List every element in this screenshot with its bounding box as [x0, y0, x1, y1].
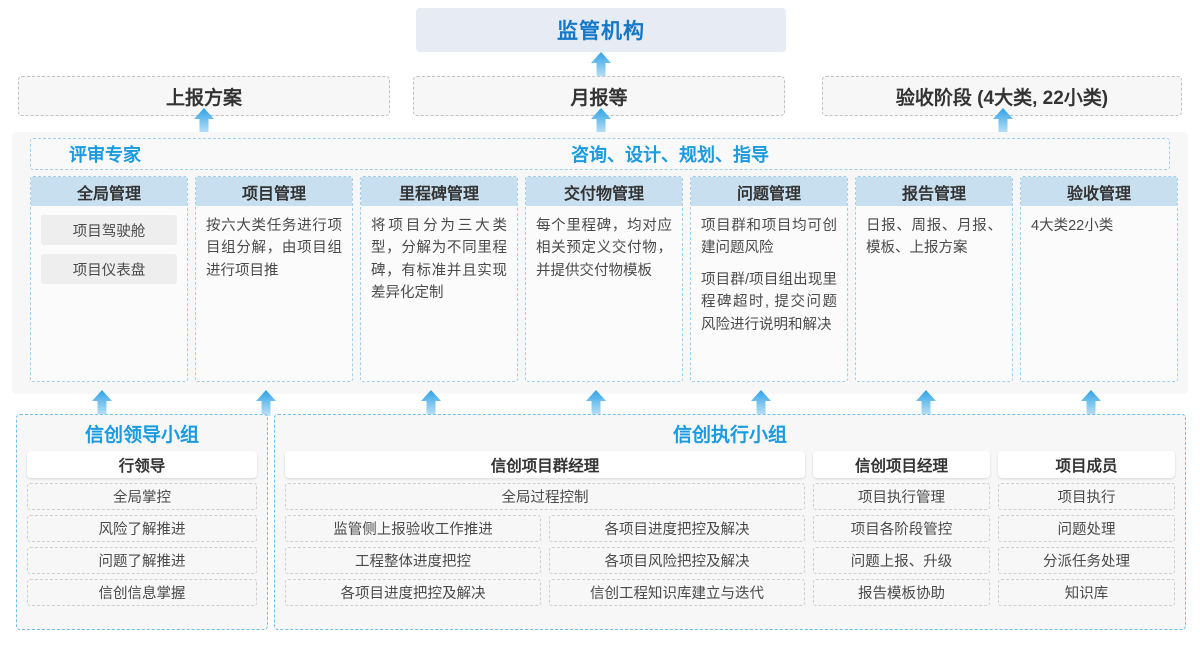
card-title: 交付物管理	[526, 177, 682, 206]
exec-column-member: 项目成员 项目执行 问题处理 分派任务处理 知识库	[998, 451, 1175, 606]
card-body: 每个里程碑，均对应相关预定义交付物，并提供交付物模板	[526, 206, 682, 288]
list-item[interactable]: 各项目进度把控及解决	[549, 515, 805, 542]
arrow-up-icon	[586, 390, 606, 416]
exec-column-program-manager: 信创项目群经理 全局过程控制 监管侧上报验收工作推进 工程整体进度把控 各项目进…	[285, 451, 805, 606]
list-item[interactable]: 全局掌控	[27, 483, 257, 510]
list-item[interactable]: 工程整体进度把控	[285, 547, 541, 574]
arrow-up-icon	[591, 52, 611, 78]
card-pill[interactable]: 项目驾驶舱	[41, 215, 177, 245]
review-experts-label: 评审专家	[69, 145, 141, 165]
arrow-up-icon	[92, 390, 112, 416]
arrow-up-icon	[256, 390, 276, 416]
list-item[interactable]: 风险了解推进	[27, 515, 257, 542]
card-body: 项目群和项目均可创建问题风险 项目群/项目组出现里程碑超时, 提交问题风险进行说…	[691, 206, 847, 342]
top-box-label: 验收阶段 (4大类, 22小类)	[895, 87, 1109, 109]
card-report-management[interactable]: 报告管理 日报、周报、月报、模板、上报方案	[855, 176, 1013, 382]
top-box-label: 月报等	[570, 87, 628, 109]
leader-group: 信创领导小组 行领导 全局掌控 风险了解推进 问题了解推进 信创信息掌握	[16, 414, 268, 630]
leader-group-title: 信创领导小组	[84, 425, 199, 446]
arrow-up-icon	[421, 390, 441, 416]
list-item[interactable]: 监管侧上报验收工作推进	[285, 515, 541, 542]
consulting-label: 咨询、设计、规划、指导	[571, 145, 769, 165]
list-item[interactable]: 问题了解推进	[27, 547, 257, 574]
exec-column-project-manager: 信创项目经理 项目执行管理 项目各阶段管控 问题上报、升级 报告模板协助	[813, 451, 990, 606]
role-project-member[interactable]: 项目成员	[998, 451, 1175, 478]
arrow-up-icon	[993, 108, 1013, 134]
list-item[interactable]: 报告模板协助	[813, 579, 990, 606]
role-project-manager[interactable]: 信创项目经理	[813, 451, 990, 478]
list-item[interactable]: 各项目风险把控及解决	[549, 547, 805, 574]
middle-header-band: 评审专家 咨询、设计、规划、指导	[30, 138, 1170, 170]
card-milestone-management[interactable]: 里程碑管理 将项目分为三大类型，分解为不同里程碑，有标准并且实现差异化定制	[360, 176, 518, 382]
project-manager-items: 项目执行管理 项目各阶段管控 问题上报、升级 报告模板协助	[813, 483, 990, 606]
regulator-box: 监管机构	[416, 8, 786, 52]
card-acceptance-management[interactable]: 验收管理 4大类22小类	[1020, 176, 1178, 382]
card-paragraph: 项目群和项目均可创建问题风险	[701, 218, 837, 257]
card-body: 将项目分为三大类型，分解为不同里程碑，有标准并且实现差异化定制	[361, 206, 517, 311]
card-paragraph: 项目群/项目组出现里程碑超时, 提交问题风险进行说明和解决	[701, 271, 837, 333]
card-paragraph: 将项目分为三大类型，分解为不同里程碑，有标准并且实现差异化定制	[371, 218, 507, 302]
card-title: 全局管理	[31, 177, 187, 206]
card-paragraph: 日报、周报、月报、模板、上报方案	[866, 218, 1002, 257]
card-body: 项目驾驶舱 项目仪表盘	[31, 206, 187, 290]
program-manager-left-col: 监管侧上报验收工作推进 工程整体进度把控 各项目进度把控及解决	[285, 515, 541, 606]
card-global-management[interactable]: 全局管理 项目驾驶舱 项目仪表盘	[30, 176, 188, 382]
exec-group: 信创执行小组 信创项目群经理 全局过程控制 监管侧上报验收工作推进 工程整体进度…	[274, 414, 1186, 630]
card-deliverable-management[interactable]: 交付物管理 每个里程碑，均对应相关预定义交付物，并提供交付物模板	[525, 176, 683, 382]
card-title: 验收管理	[1021, 177, 1177, 206]
list-item[interactable]: 问题上报、升级	[813, 547, 990, 574]
capability-cards: 全局管理 项目驾驶舱 项目仪表盘 项目管理 按六大类任务进行项目组分解，由项目组…	[30, 176, 1178, 382]
arrow-up-icon	[916, 390, 936, 416]
middle-section: 评审专家 咨询、设计、规划、指导 全局管理 项目驾驶舱 项目仪表盘 项目管理 按…	[12, 132, 1188, 394]
list-item[interactable]: 各项目进度把控及解决	[285, 579, 541, 606]
card-title: 里程碑管理	[361, 177, 517, 206]
list-item[interactable]: 信创工程知识库建立与迭代	[549, 579, 805, 606]
regulator-label: 监管机构	[557, 20, 645, 43]
card-body: 按六大类任务进行项目组分解，由项目组进行项目推	[196, 206, 352, 288]
arrow-up-icon	[1081, 390, 1101, 416]
program-manager-items: 全局过程控制 监管侧上报验收工作推进 工程整体进度把控 各项目进度把控及解决 各…	[285, 483, 805, 606]
list-item[interactable]: 项目各阶段管控	[813, 515, 990, 542]
arrow-up-icon	[194, 108, 214, 134]
card-body: 4大类22小类	[1021, 206, 1177, 243]
role-bank-leader[interactable]: 行领导	[27, 451, 257, 478]
program-manager-two-col: 监管侧上报验收工作推进 工程整体进度把控 各项目进度把控及解决 各项目进度把控及…	[285, 515, 805, 606]
leader-items: 全局掌控 风险了解推进 问题了解推进 信创信息掌握	[27, 483, 257, 606]
exec-columns: 信创项目群经理 全局过程控制 监管侧上报验收工作推进 工程整体进度把控 各项目进…	[285, 451, 1175, 606]
role-program-manager[interactable]: 信创项目群经理	[285, 451, 805, 478]
arrow-up-icon	[591, 108, 611, 134]
card-title: 项目管理	[196, 177, 352, 206]
program-manager-right-col: 各项目进度把控及解决 各项目风险把控及解决 信创工程知识库建立与迭代	[549, 515, 805, 606]
card-paragraph: 每个里程碑，均对应相关预定义交付物，并提供交付物模板	[536, 218, 672, 279]
list-item[interactable]: 项目执行	[998, 483, 1175, 510]
exec-group-title: 信创执行小组	[672, 425, 787, 446]
list-item[interactable]: 信创信息掌握	[27, 579, 257, 606]
list-item[interactable]: 知识库	[998, 579, 1175, 606]
list-item[interactable]: 分派任务处理	[998, 547, 1175, 574]
card-title: 问题管理	[691, 177, 847, 206]
card-paragraph: 4大类22小类	[1031, 218, 1114, 234]
card-paragraph: 按六大类任务进行项目组分解，由项目组进行项目推	[206, 218, 342, 279]
list-item[interactable]: 全局过程控制	[285, 483, 805, 510]
list-item[interactable]: 问题处理	[998, 515, 1175, 542]
card-issue-management[interactable]: 问题管理 项目群和项目均可创建问题风险 项目群/项目组出现里程碑超时, 提交问题…	[690, 176, 848, 382]
card-body: 日报、周报、月报、模板、上报方案	[856, 206, 1012, 266]
arrow-up-icon	[751, 390, 771, 416]
list-item[interactable]: 项目执行管理	[813, 483, 990, 510]
member-items: 项目执行 问题处理 分派任务处理 知识库	[998, 483, 1175, 606]
card-title: 报告管理	[856, 177, 1012, 206]
card-pill[interactable]: 项目仪表盘	[41, 254, 177, 284]
card-project-management[interactable]: 项目管理 按六大类任务进行项目组分解，由项目组进行项目推	[195, 176, 353, 382]
top-box-label: 上报方案	[165, 87, 242, 109]
